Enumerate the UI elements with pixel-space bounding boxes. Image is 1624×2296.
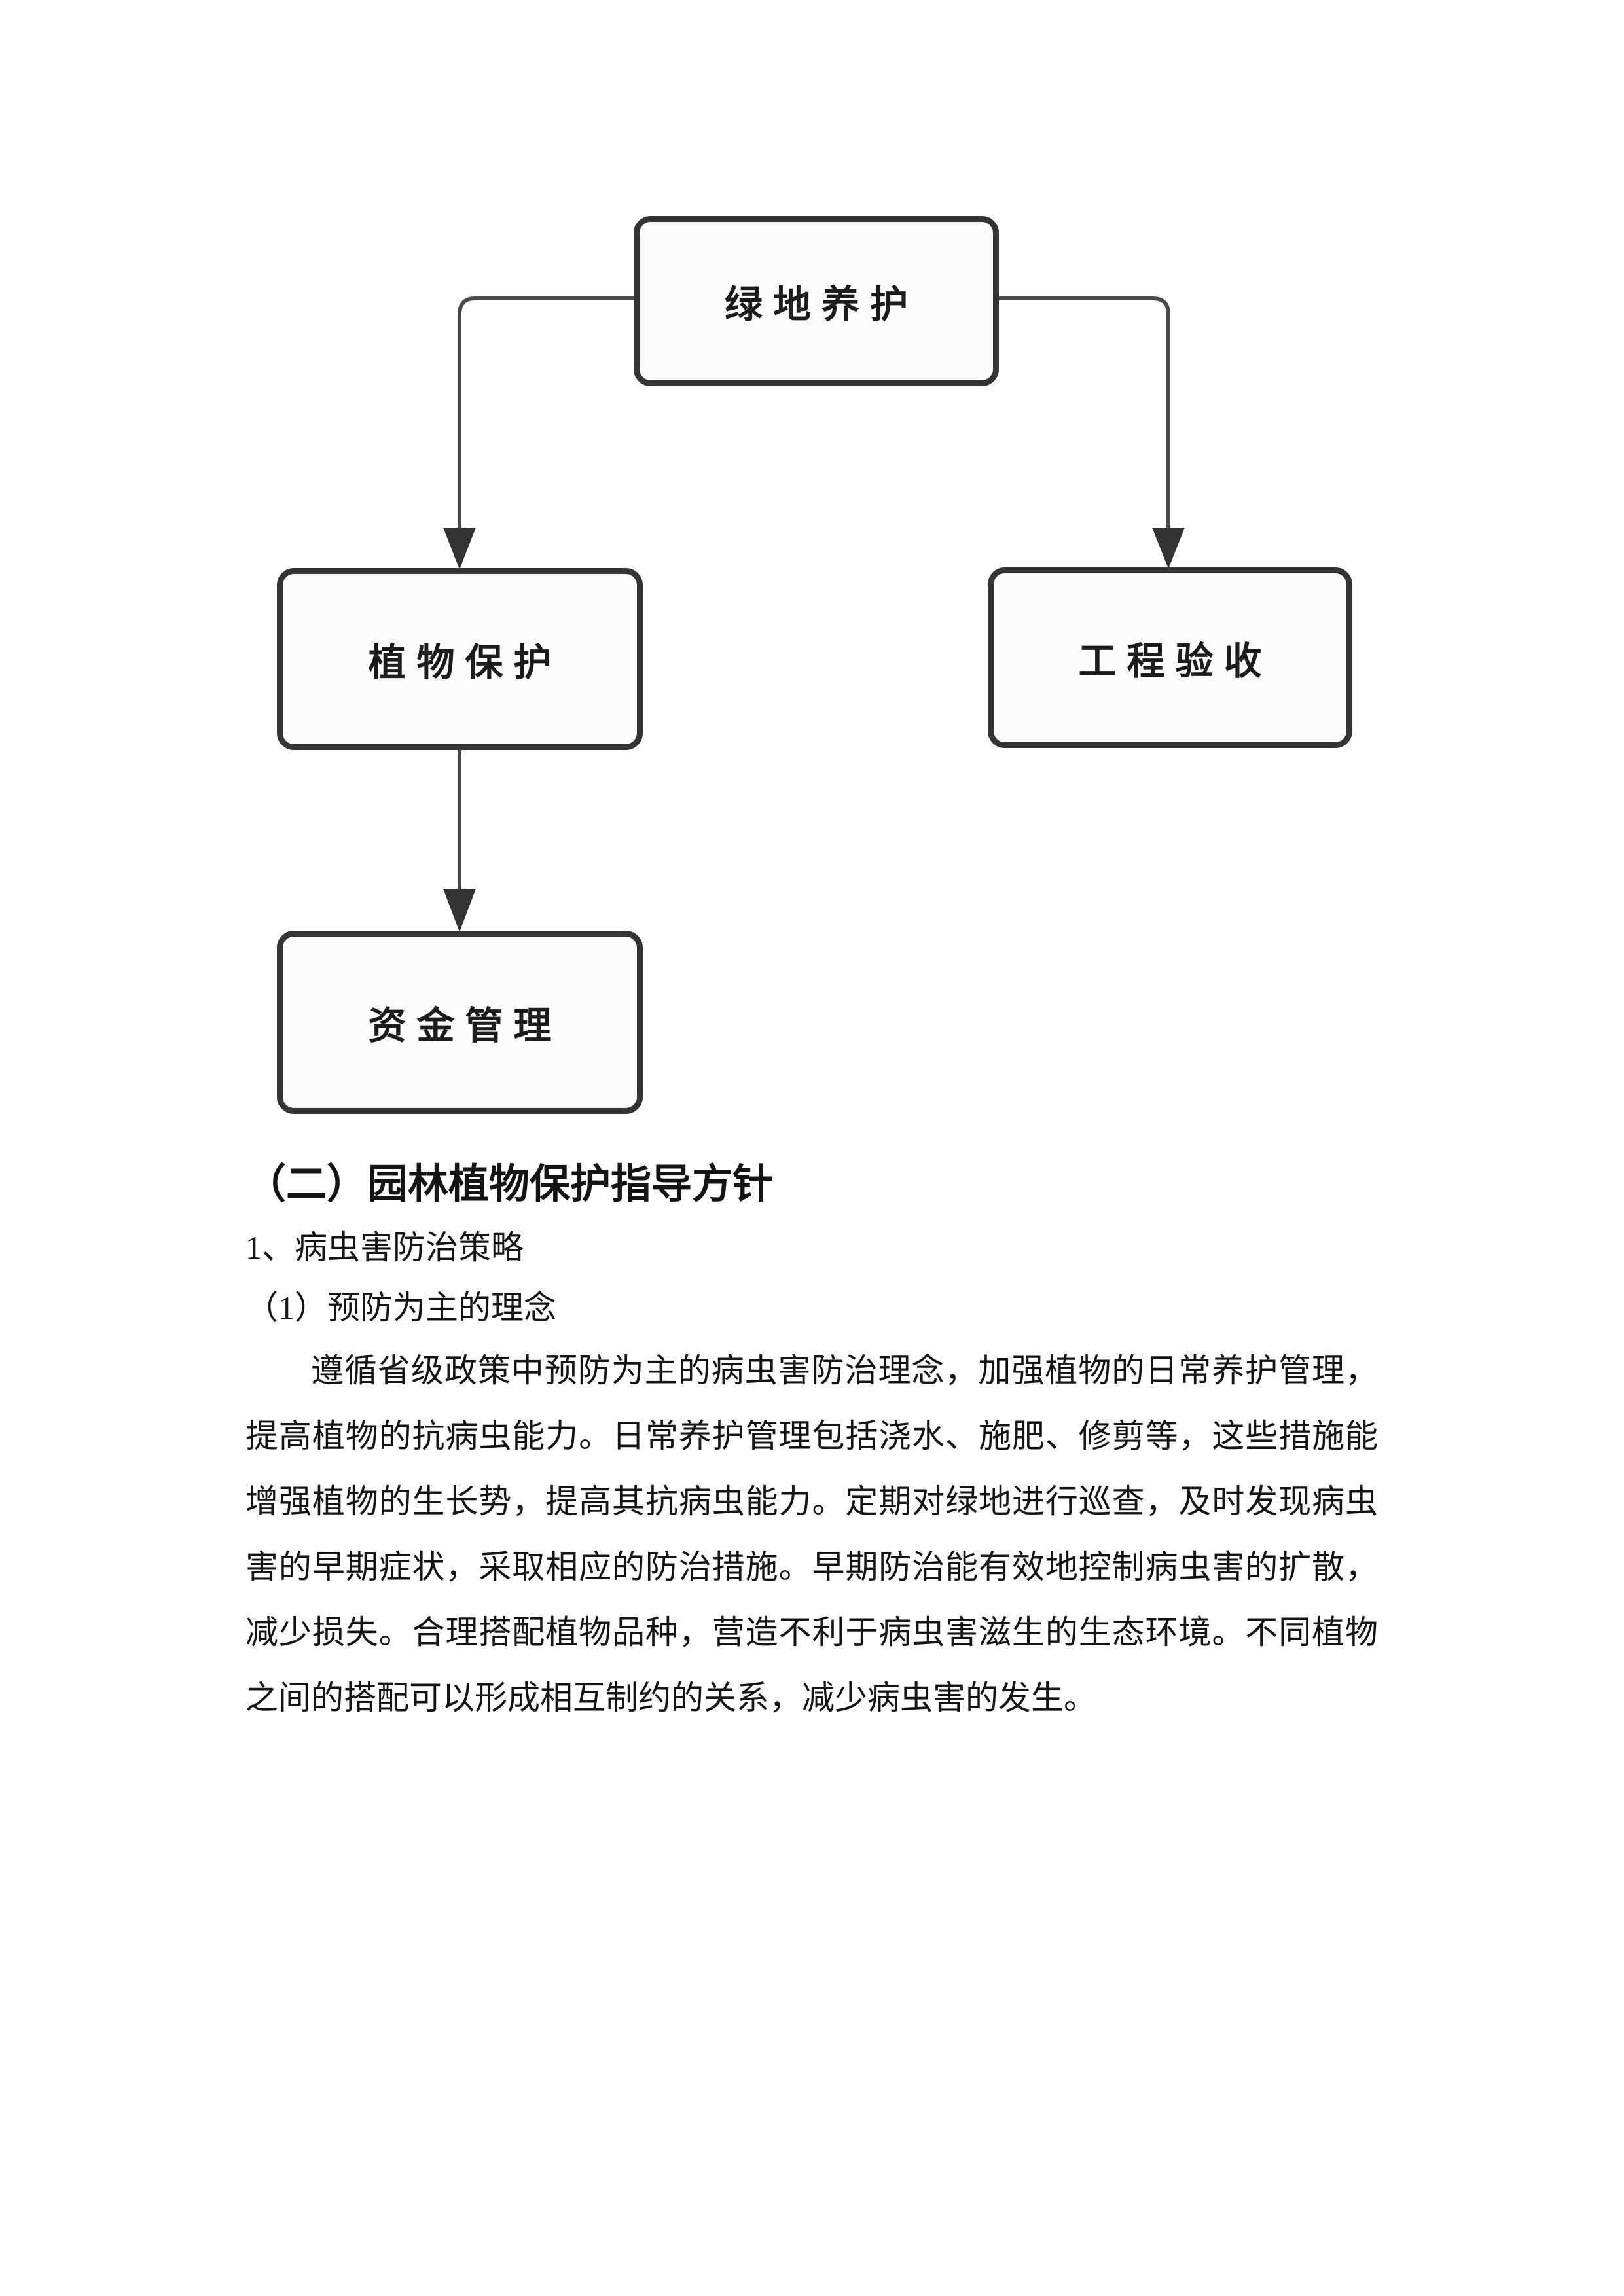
arrowhead-down-icon [1152,528,1185,569]
connector-green-to-plant [458,296,634,531]
paragraph-line: 之间的搭配可以形成相互制约的关系，减少病虫害的发生。 [245,1679,1096,1716]
paragraph-line: 遵循省级政策中预防为主的病虫害防治理念，加强植物的日常养护管理， [311,1352,1378,1389]
node-plant-protection: 植物保护 [277,568,643,750]
clause-heading: （1）预防为主的理念 [245,1289,556,1326]
node-label: 绿地养护 [724,283,918,326]
paragraph-line: 提高植物的抗病虫能力。日常养护管理包括浇水、施肥、修剪等，这些措施能 [245,1418,1378,1454]
paragraph-line: 增强植物的生长势，提高其抗病虫能力。定期对绿地进行巡查，及时发现病虫 [245,1483,1378,1520]
section-heading: （二）园林植物保护指导方针 [245,1162,774,1207]
arrowhead-down-icon [443,528,476,569]
paragraph-line: 减少损失。合理搭配植物品种，营造不利于病虫害滋生的生态环境。不同植物 [245,1614,1378,1651]
subsection-heading: 1、病虫害防治策略 [245,1229,524,1266]
node-green-maintenance: 绿地养护 [634,216,999,386]
paragraph-line: 害的早期症状，采取相应的防治措施。早期防治能有效地控制病虫害的扩散， [245,1549,1378,1585]
node-project-acceptance: 工程验收 [988,567,1352,748]
connector-green-to-project [999,296,1170,531]
body-text: （二）园林植物保护指导方针 1、病虫害防治策略 （1）预防为主的理念 遵循省级政… [245,1152,1378,1731]
arrowhead-down-icon [443,889,476,932]
node-label: 植物保护 [368,641,562,684]
node-label: 资金管理 [368,1005,562,1047]
node-fund-management: 资金管理 [277,931,643,1114]
paragraph: 遵循省级政策中预防为主的病虫害防治理念，加强植物的日常养护管理， 提高植物的抗病… [245,1338,1378,1731]
node-label: 工程验收 [1078,640,1272,683]
